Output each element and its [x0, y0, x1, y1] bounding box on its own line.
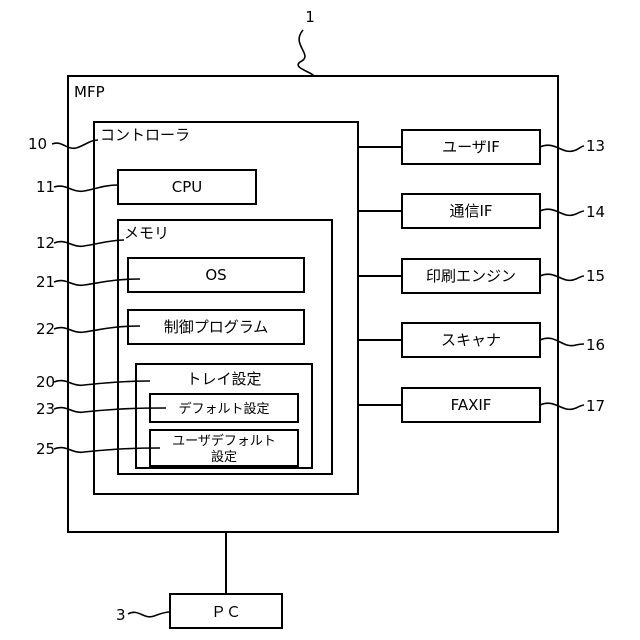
- leader-line-3: [128, 612, 170, 617]
- pc-label: ＰＣ: [211, 603, 241, 621]
- ref-3-label: 3: [116, 606, 126, 624]
- leader-line-1: [298, 30, 314, 76]
- mfp-label: MFP: [74, 83, 105, 101]
- user-default-setting-label-line1: ユーザデフォルト: [172, 433, 276, 449]
- user-if-label: ユーザIF: [442, 138, 500, 156]
- ref-11-label: 11: [36, 178, 55, 196]
- ref-13-label: 13: [586, 137, 605, 155]
- default-setting-label: デフォルト設定: [178, 401, 269, 417]
- tray-setting-label: トレイ設定: [186, 370, 261, 388]
- ref-23-label: 23: [36, 400, 55, 418]
- scanner-label: スキャナ: [441, 331, 501, 349]
- ref-16-label: 16: [586, 336, 605, 354]
- ref-14-label: 14: [586, 203, 605, 221]
- ref-1-label: 1: [305, 8, 315, 26]
- ref-17-label: 17: [586, 397, 605, 415]
- ref-22-label: 22: [36, 320, 55, 338]
- memory-label: メモリ: [124, 224, 169, 242]
- print-engine-label: 印刷エンジン: [426, 267, 516, 285]
- ref-15-label: 15: [586, 267, 605, 285]
- fax-if-label: FAXIF: [451, 396, 492, 414]
- cpu-label: CPU: [172, 178, 203, 196]
- ref-12-label: 12: [36, 234, 55, 252]
- controller-label: コントローラ: [100, 126, 190, 144]
- ref-25-label: 25: [36, 440, 55, 458]
- comm-if-label: 通信IF: [449, 202, 492, 220]
- control-program-label: 制御プログラム: [164, 318, 269, 336]
- user-default-setting-label-line2: 設定: [211, 449, 237, 465]
- ref-21-label: 21: [36, 273, 55, 291]
- ref-20-label: 20: [36, 373, 55, 391]
- os-label: OS: [205, 266, 226, 284]
- ref-10-label: 10: [28, 135, 47, 153]
